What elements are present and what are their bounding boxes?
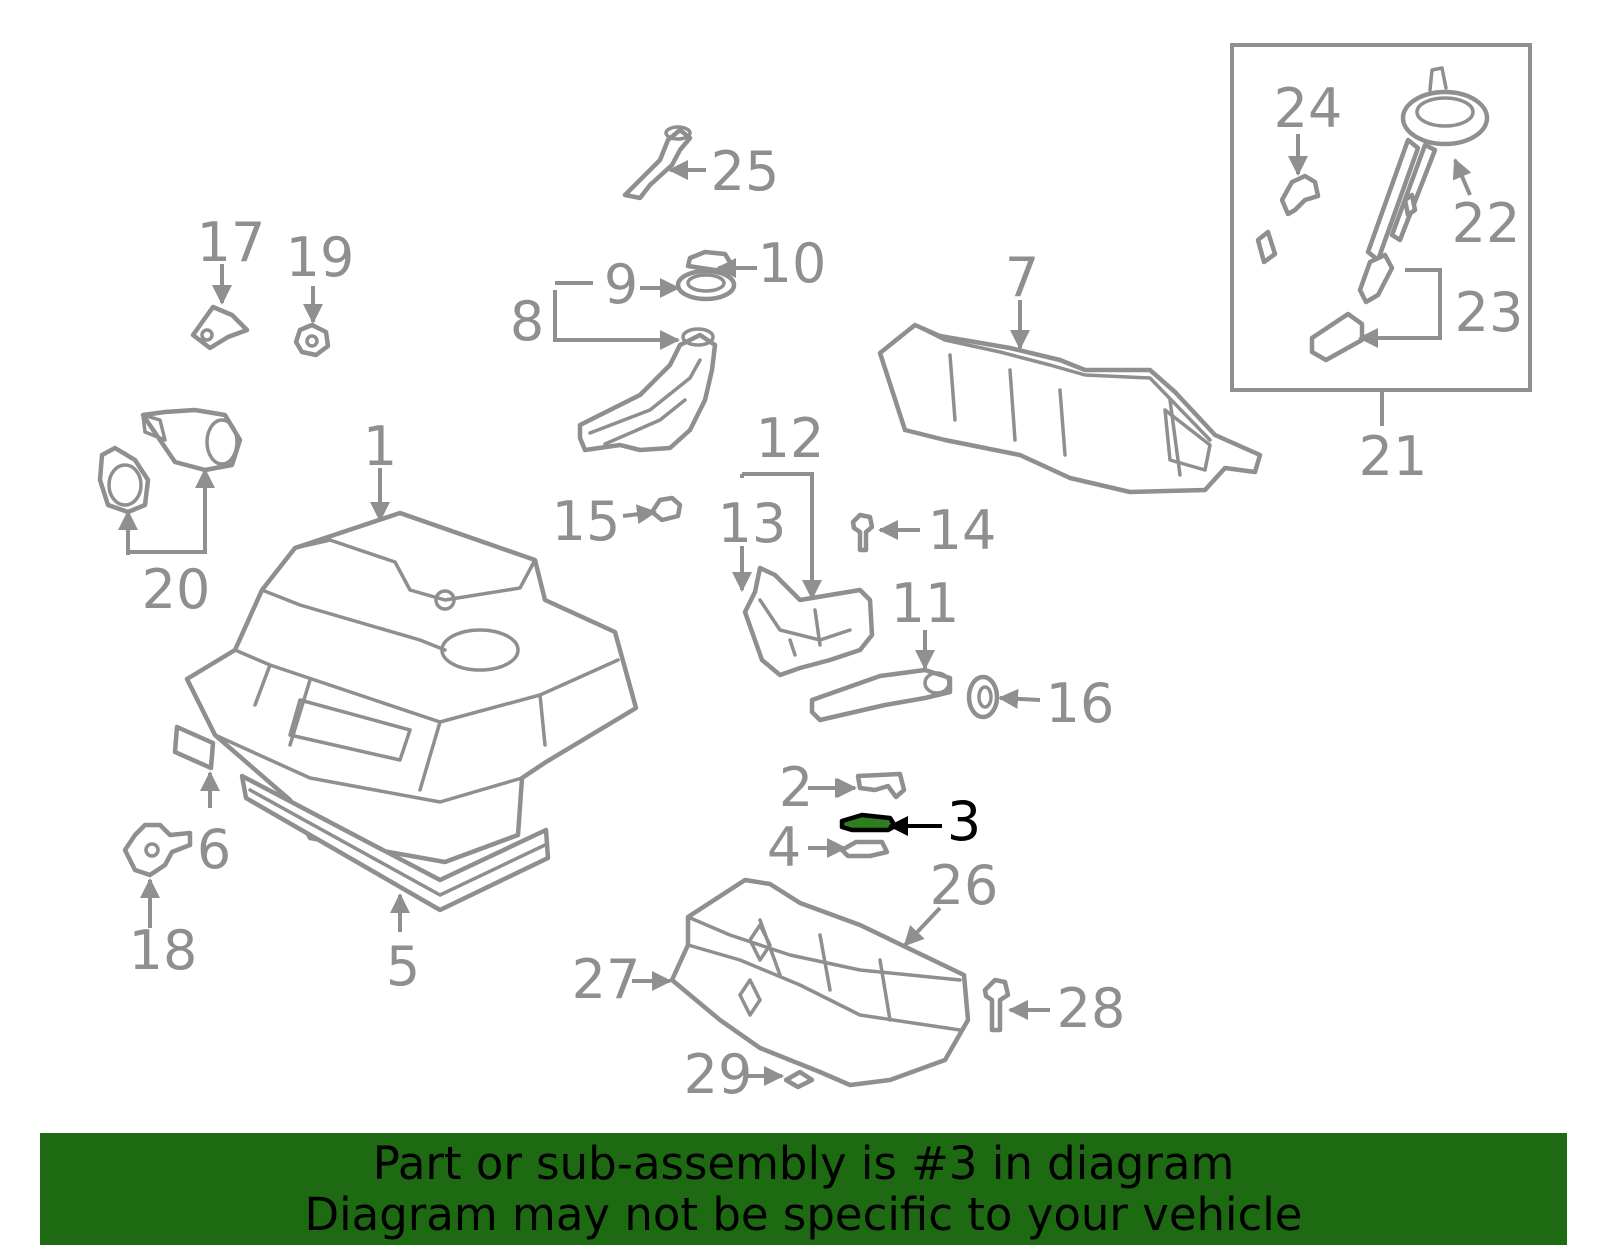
label-2: 2 [779, 756, 813, 819]
label-24: 24 [1274, 77, 1343, 140]
label-19: 19 [286, 226, 355, 289]
leader-lines [118, 134, 1472, 1086]
label-13: 13 [718, 492, 787, 555]
banner-line-1: Part or sub-assembly is #3 in diagram [372, 1137, 1235, 1190]
label-1: 1 [363, 415, 397, 478]
part-16-grommet[interactable] [966, 674, 1000, 720]
part-1-fuel-tank[interactable] [184, 510, 639, 865]
label-3: 3 [947, 790, 981, 853]
label-10: 10 [758, 232, 827, 295]
part-19-clip[interactable] [293, 322, 331, 358]
part-12-filler-protector[interactable] [742, 565, 875, 678]
label-18: 18 [129, 919, 198, 982]
part-2-bracket[interactable] [855, 771, 907, 800]
part-3-highlighted[interactable] [839, 812, 898, 833]
label-16: 16 [1046, 672, 1115, 735]
label-14: 14 [928, 499, 997, 562]
label-11: 11 [891, 572, 960, 635]
label-8: 8 [510, 290, 544, 353]
label-23: 23 [1455, 281, 1524, 344]
banner-line-2: Diagram may not be specific to your vehi… [304, 1188, 1303, 1241]
label-5: 5 [386, 935, 420, 998]
label-12: 12 [756, 407, 825, 470]
label-29: 29 [684, 1043, 753, 1106]
label-22: 22 [1452, 192, 1521, 255]
info-banner: Part or sub-assembly is #3 in diagram Di… [40, 1133, 1567, 1245]
label-6: 6 [197, 818, 231, 881]
label-27: 27 [572, 948, 641, 1011]
label-25: 25 [711, 140, 780, 203]
part-4-pad[interactable] [839, 839, 890, 859]
part-25-vent-tube[interactable] [622, 125, 693, 201]
label-9: 9 [604, 253, 638, 316]
part-7-heat-shield[interactable] [877, 322, 1263, 495]
label-4: 4 [767, 816, 801, 879]
part-labels: 1 2 3 4 5 6 7 8 9 10 11 12 13 14 15 16 1… [129, 77, 1524, 1106]
part-17-sensor[interactable] [190, 304, 250, 351]
part-26-27-under-cover[interactable] [669, 877, 971, 1088]
label-26: 26 [930, 854, 999, 917]
part-9-gasket[interactable] [675, 268, 737, 302]
part-29-clip[interactable] [783, 1069, 815, 1090]
label-28: 28 [1057, 977, 1126, 1040]
part-18-valve[interactable] [122, 822, 193, 878]
label-20: 20 [142, 558, 211, 621]
part-6-pad[interactable] [172, 724, 216, 771]
part-15-grommet[interactable] [649, 495, 683, 523]
part-11-hose[interactable] [809, 667, 953, 723]
label-7: 7 [1005, 246, 1039, 309]
part-28-bolt[interactable] [982, 977, 1011, 1033]
label-17: 17 [197, 211, 266, 274]
part-24-fitting[interactable] [1255, 173, 1321, 265]
part-8-filler-neck[interactable] [577, 327, 718, 453]
part-22-pump-module[interactable] [1365, 66, 1490, 263]
label-15: 15 [552, 490, 621, 553]
part-14-bolt[interactable] [850, 512, 875, 553]
label-21: 21 [1359, 425, 1428, 488]
part-5-tank-strap[interactable] [239, 773, 551, 913]
part-20-valve-bracket[interactable] [97, 407, 243, 515]
